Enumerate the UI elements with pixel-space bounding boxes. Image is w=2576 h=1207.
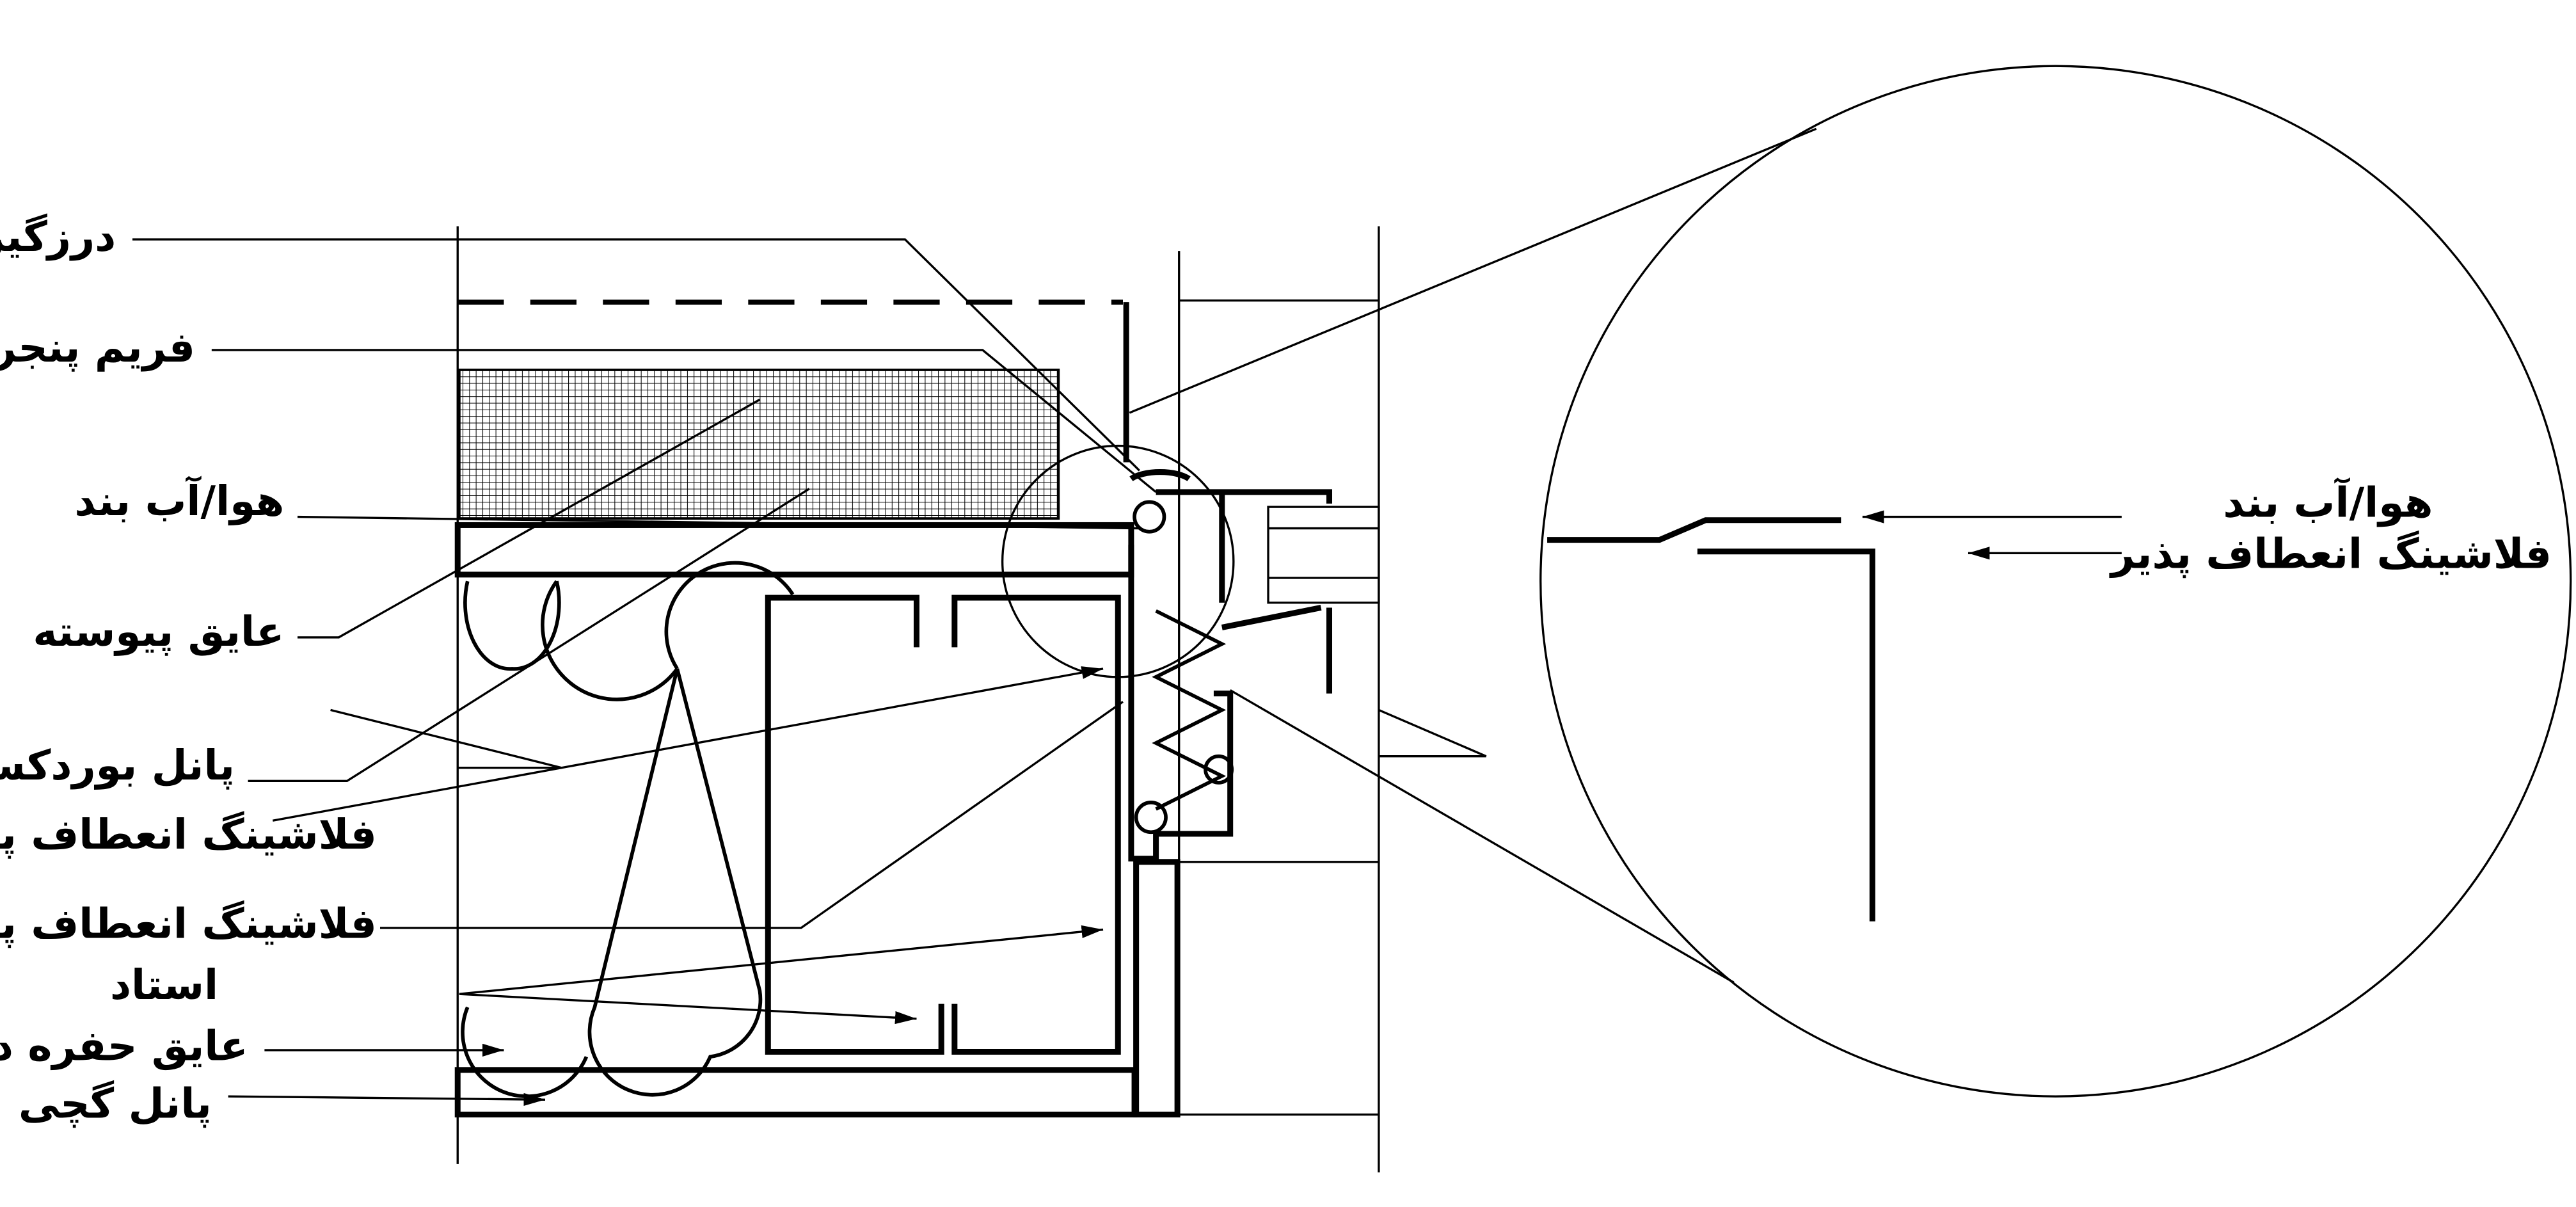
gypsum-panel — [454, 1067, 1138, 1118]
flashing — [1128, 545, 1234, 862]
label-sealant: درزگیر — [0, 213, 116, 261]
leader-lines — [132, 238, 1157, 1107]
label-window-frame: فریم پنجره — [0, 324, 195, 372]
window-frame — [1267, 506, 1380, 604]
label-flexible-flashing-1: فلاشینگ انعطاف پذیر — [0, 811, 377, 859]
enlarged-detail: هوا/آب بند فلاشینگ انعطاف پذیر — [1539, 65, 2572, 1098]
label-gypsum-panel: پانل گچی — [19, 1080, 212, 1128]
label-stud: استاد — [110, 961, 218, 1009]
detail-label-air-water-barrier: هوا/آب بند — [2223, 477, 2433, 527]
detail-callout-circle — [1001, 444, 1235, 678]
label-air-water-barrier: هوا/آب بند — [74, 476, 284, 525]
cavity-insulation-loops — [463, 561, 795, 701]
stud — [765, 595, 1121, 1055]
label-boardex-panel: پانل بوردکس — [0, 742, 235, 790]
continuous-insulation-hatch — [457, 368, 1060, 520]
jamb-board — [1133, 859, 1181, 1118]
label-cavity-insulation: عایق حفره دار — [0, 1022, 248, 1070]
detail-label-flexible-flashing: فلاشینگ انعطاف پذیر — [2109, 531, 2552, 579]
label-flexible-flashing-2: فلاشینگ انعطاف پذیر — [0, 900, 377, 948]
label-continuous-insulation: عایق پیوسته — [33, 608, 284, 656]
wall-section — [330, 226, 1487, 1172]
boardex-panel — [454, 522, 1134, 578]
